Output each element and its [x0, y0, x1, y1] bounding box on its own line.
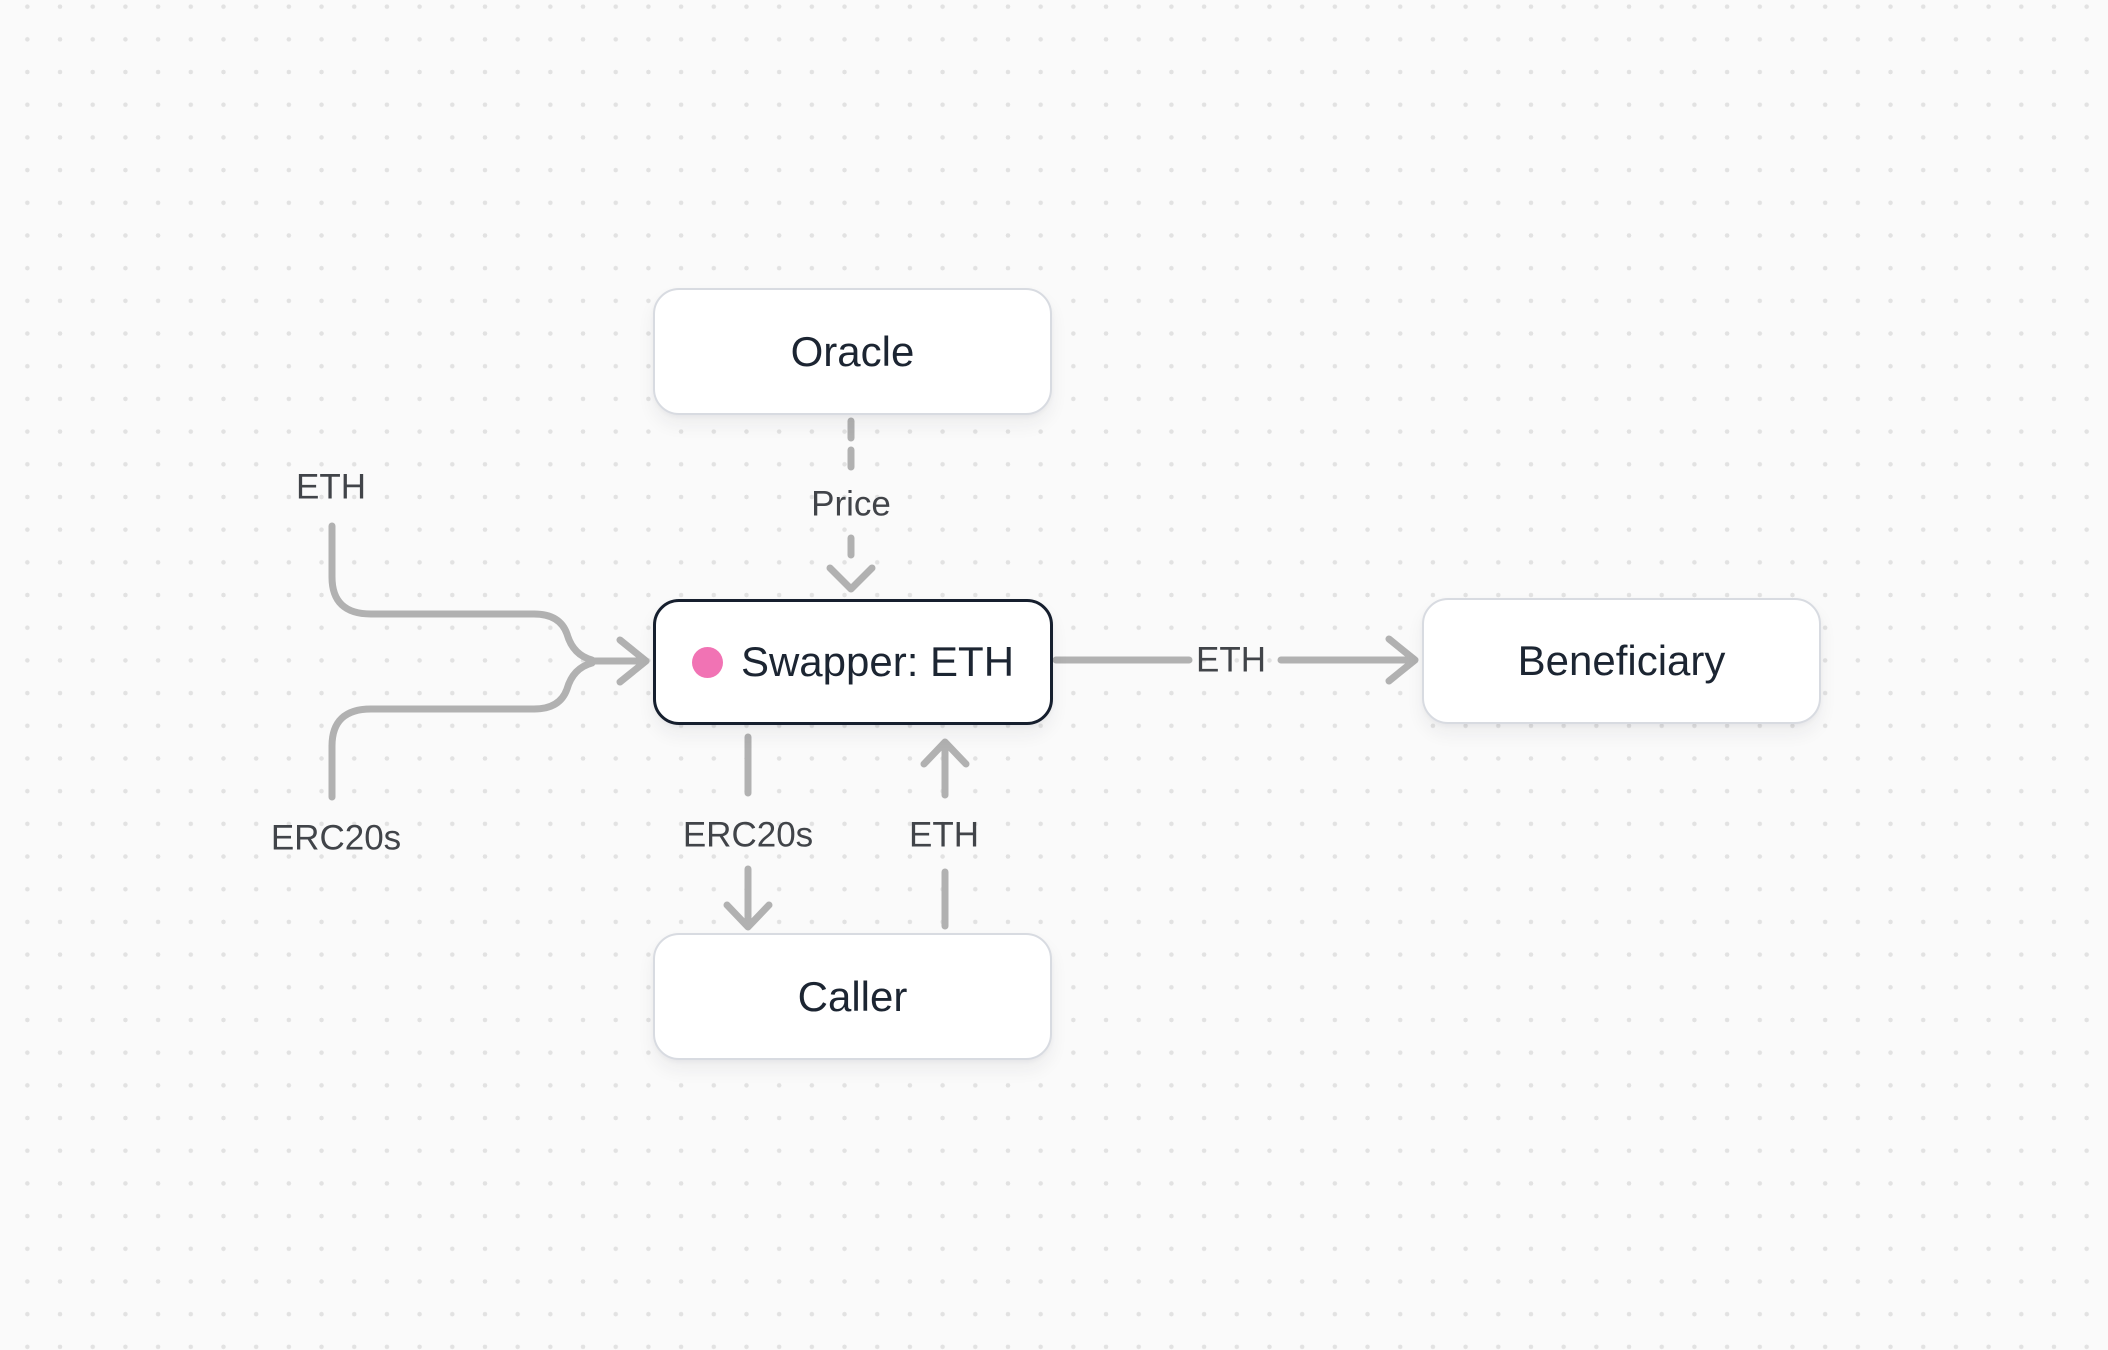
edge-label-eth-out: ETH: [1196, 640, 1266, 680]
edge-erc20s-down-arrowhead: [723, 901, 773, 931]
edge-erc20s-input-path: [328, 659, 596, 801]
edge-eth-out-arrowhead: [1385, 635, 1419, 685]
edge-label-eth-input: ETH: [296, 467, 366, 507]
node-beneficiary-label: Beneficiary: [1517, 637, 1726, 684]
node-swapper-label: Swapper: ETH: [740, 638, 1015, 685]
edge-price-arrowhead: [826, 564, 876, 593]
node-caller[interactable]: Caller: [653, 933, 1052, 1060]
node-caller-label: Caller: [797, 972, 908, 1020]
node-swapper[interactable]: Swapper: ETH: [653, 599, 1053, 725]
edge-eth-up-arrowhead: [920, 738, 970, 768]
node-oracle-label: Oracle: [790, 327, 915, 375]
edge-merge-arrowhead: [616, 636, 650, 686]
edge-label-erc20s-down: ERC20s: [682, 815, 814, 855]
node-beneficiary[interactable]: Beneficiary: [1422, 598, 1821, 724]
node-oracle[interactable]: Oracle: [653, 288, 1052, 415]
swapper-status-dot-icon: [691, 646, 723, 678]
edge-eth-input-path: [328, 522, 596, 664]
edge-label-erc20s-input: ERC20s: [270, 818, 402, 858]
edge-label-price: Price: [811, 484, 891, 524]
edge-label-eth-up: ETH: [909, 815, 979, 855]
